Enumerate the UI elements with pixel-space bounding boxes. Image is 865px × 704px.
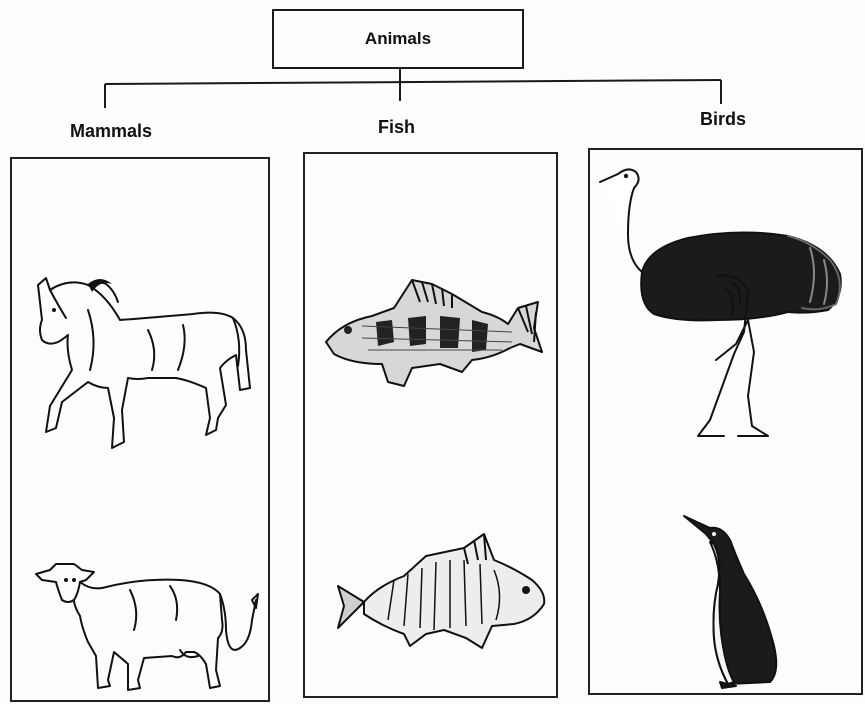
category-label-mammals: Mammals bbox=[70, 121, 152, 142]
root-node-animals: Animals bbox=[272, 9, 524, 69]
cow-icon bbox=[30, 560, 260, 692]
category-label-birds: Birds bbox=[700, 109, 746, 130]
horse-icon bbox=[28, 270, 256, 460]
penguin-icon bbox=[680, 512, 790, 690]
drum-fish-icon bbox=[334, 530, 550, 658]
category-label-fish: Fish bbox=[378, 117, 415, 138]
perch-icon bbox=[322, 272, 546, 392]
root-label: Animals bbox=[365, 29, 431, 49]
ostrich-icon bbox=[598, 164, 848, 454]
